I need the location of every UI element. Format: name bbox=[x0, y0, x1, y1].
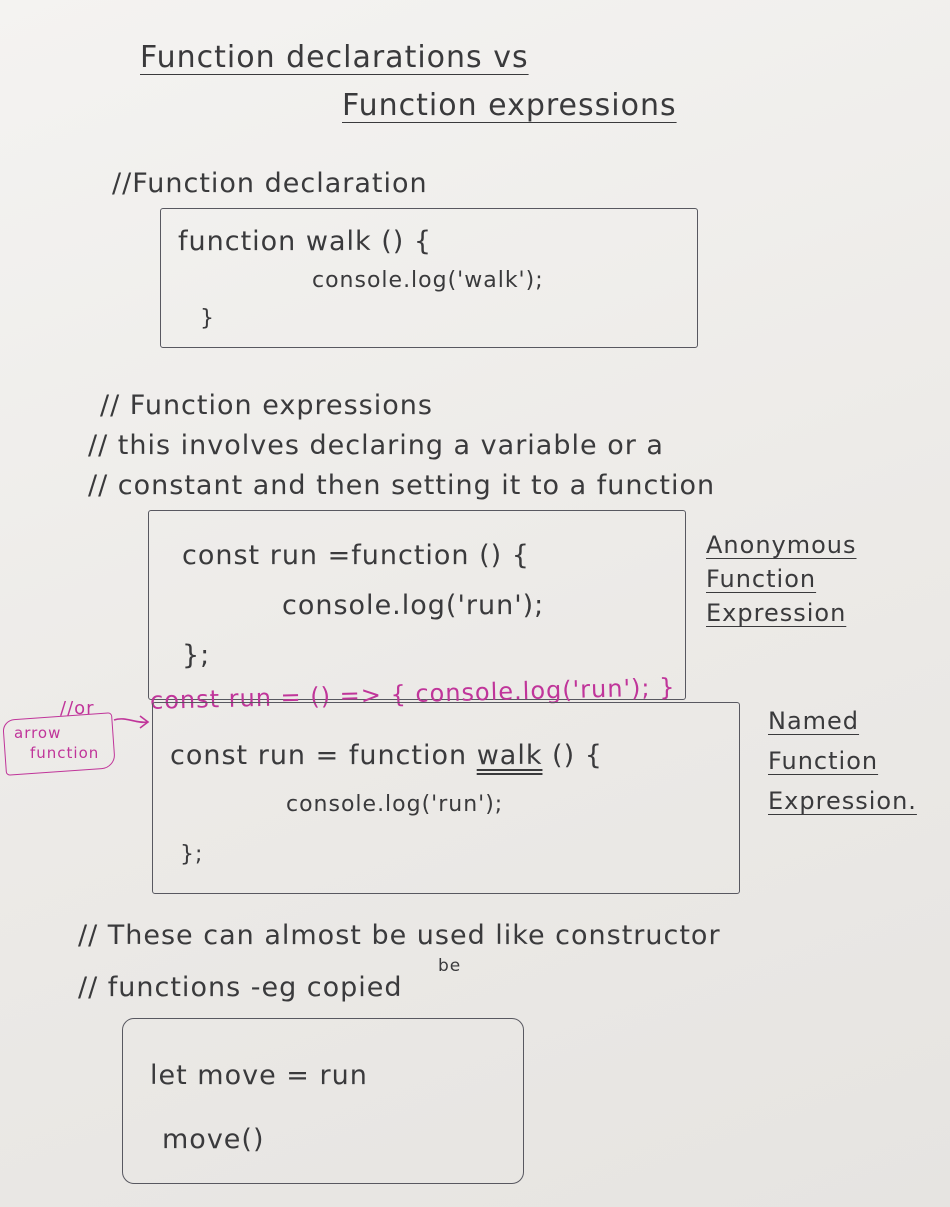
label-anonymous-function: Function bbox=[706, 565, 817, 593]
code-line: console.log('walk'); bbox=[312, 268, 544, 293]
code-line: move() bbox=[162, 1124, 265, 1155]
code-box-copy bbox=[122, 1018, 524, 1184]
code-token: const run = function bbox=[170, 740, 477, 771]
code-line: } bbox=[200, 306, 215, 331]
comment-function-declaration: //Function declaration bbox=[112, 168, 428, 199]
arrow-note-prefix: //or bbox=[60, 698, 95, 719]
label-named-expression: Expression. bbox=[768, 787, 917, 815]
page-title-line-1: Function declarations vs bbox=[140, 40, 529, 75]
arrow-bubble-text: arrow bbox=[14, 724, 62, 742]
comment-constant-function: // constant and then setting it to a fun… bbox=[88, 470, 716, 501]
arrow-pointer-icon bbox=[113, 715, 150, 729]
code-box-declaration bbox=[160, 208, 698, 348]
label-anonymous-expression: Expression bbox=[706, 599, 847, 627]
comment-function-expressions: // Function expressions bbox=[100, 390, 433, 421]
comment-constructor: // These can almost be used like constru… bbox=[78, 920, 721, 951]
code-box-anonymous bbox=[148, 510, 686, 700]
comment-functions-copied: // functions -eg copied bbox=[78, 972, 403, 1003]
code-line: function walk () { bbox=[178, 226, 433, 257]
code-token: () { bbox=[542, 740, 603, 771]
code-box-named bbox=[152, 702, 740, 894]
code-line: console.log('run'); bbox=[286, 792, 504, 817]
page-title-line-2: Function expressions bbox=[342, 88, 677, 123]
code-line: const run =function () { bbox=[182, 540, 530, 571]
label-named-function: Function bbox=[768, 747, 879, 775]
code-line: }; bbox=[182, 640, 211, 671]
inserted-word-be: be bbox=[438, 956, 462, 976]
code-token-walk: walk bbox=[476, 740, 543, 771]
code-line: let move = run bbox=[150, 1060, 368, 1091]
label-named: Named bbox=[768, 707, 860, 735]
label-anonymous: Anonymous bbox=[706, 531, 857, 559]
code-line: console.log('run'); bbox=[282, 590, 545, 621]
code-line: const run = function walk () { bbox=[170, 740, 603, 771]
comment-declaring-variable: // this involves declaring a variable or… bbox=[88, 430, 664, 461]
code-line: }; bbox=[180, 842, 204, 867]
arrow-bubble-text: function bbox=[30, 744, 100, 762]
